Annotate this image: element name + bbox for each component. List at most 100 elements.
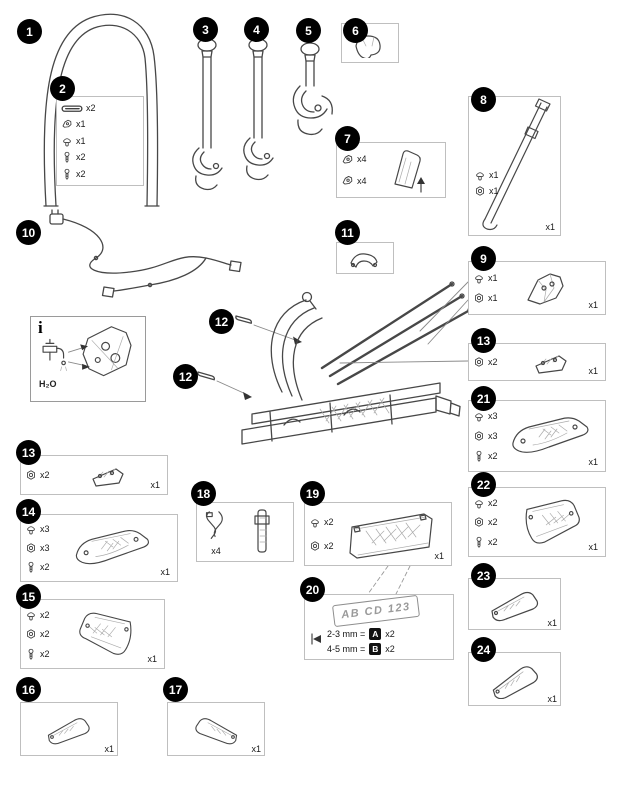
fastener-list: x1 x1: [473, 265, 498, 311]
qty-label: x2: [488, 451, 498, 461]
hook-straps-group: x4: [201, 508, 231, 556]
hook-straps-icon: [205, 511, 223, 539]
qty-label: x4: [357, 175, 367, 186]
list-item: x2: [309, 540, 334, 552]
parts-box-2: x2 x1 x1 x2 x2: [56, 96, 144, 186]
qty-label: x2: [40, 562, 50, 572]
parts-box-15: x2 x2 x2 x1: [20, 599, 165, 669]
qty-label: x1: [488, 272, 498, 283]
parts-box-16: x1: [20, 702, 118, 756]
cap-fastener-icon: [473, 272, 485, 284]
qty-label: x2: [40, 609, 50, 620]
qty-label: x1: [588, 457, 598, 467]
license-plate: AB CD 123: [331, 594, 421, 628]
qty-label: x4: [357, 154, 367, 165]
list-item: x2: [25, 609, 50, 621]
end-cap-part-illustration: [490, 591, 538, 622]
cap-fastener-icon: [474, 169, 486, 181]
option-a-tag: A: [369, 628, 382, 640]
callout-13a: 13: [471, 328, 496, 353]
mesh-cover-part-illustration: [525, 499, 581, 544]
fastener-list: x3 x3 x2: [25, 518, 50, 578]
bracket-icon: [341, 174, 354, 187]
fastener-list: x4 x4: [341, 146, 367, 194]
size-row-b: 4-5 mm = B x2: [327, 643, 395, 655]
callout-18: 18: [191, 481, 216, 506]
qty-label: x2: [86, 103, 96, 113]
qty-label: x1: [588, 366, 598, 376]
callout-24: 24: [471, 637, 496, 662]
info-box: i H₂O: [30, 316, 146, 402]
callout-13b: 13: [16, 440, 41, 465]
callout-4: 4: [244, 17, 269, 42]
part-area: [235, 506, 289, 558]
fastener-list: x2 x1 x1 x2 x2: [61, 100, 139, 182]
nut-fastener-icon: [309, 540, 321, 552]
list-item: x4: [341, 153, 367, 166]
option-b-tag: B: [369, 643, 382, 655]
list-item: x2: [473, 516, 498, 528]
fastener-list: x2 x2 x2: [25, 603, 50, 665]
qty-label: x2: [76, 152, 86, 162]
end-cap-part-illustration: [47, 718, 90, 745]
part-area: x1: [54, 459, 163, 491]
list-item: x2: [25, 628, 50, 640]
parts-box-8: x1 x1 x1: [468, 96, 561, 236]
nut-fastener-icon: [25, 628, 37, 640]
strap-icon: [61, 103, 83, 114]
measure-arrow-icon: [311, 633, 321, 645]
parts-box-19: x2 x2 x1: [304, 502, 452, 566]
nut-fastener-icon: [473, 516, 485, 528]
parts-box-21: x3 x3 x2 x1: [468, 400, 606, 472]
bike-arm-5-illustration: [292, 42, 333, 136]
screw-icon: [25, 561, 37, 573]
list-item: x3: [473, 430, 498, 442]
nut-fastener-icon: [25, 469, 37, 481]
clamp-pad-illustration: [535, 355, 567, 374]
parts-box-22: x2 x2 x2 x1: [468, 487, 606, 557]
callout-9: 9: [471, 246, 496, 271]
clamp-pad-illustration: [92, 468, 124, 487]
part-area: x1: [338, 506, 447, 562]
screw-size-rows: 2-3 mm = A x2 4-5 mm = B x2: [327, 628, 395, 655]
list-item: x3: [25, 523, 50, 535]
qty-label: x1: [588, 542, 598, 552]
callout-19: 19: [300, 481, 325, 506]
locking-pin-12a-illustration: [235, 315, 302, 345]
parts-box-13-left: x2 x1: [20, 455, 168, 495]
qty-label: x3: [488, 431, 498, 441]
qty-label: x2: [488, 536, 498, 547]
bracket-icon: [341, 153, 354, 166]
list-item: x1: [474, 185, 499, 197]
end-cap-part-illustration: [195, 718, 238, 745]
list-item: x2: [473, 536, 498, 548]
qty-label: x2: [324, 541, 334, 551]
fastener-list: x2 x2: [309, 506, 334, 562]
qty-label: x1: [434, 551, 444, 561]
list-item: x3: [25, 542, 50, 554]
wiring-harness-illustration: [49, 209, 242, 298]
qty-label: x2: [40, 470, 50, 480]
bike-arm-3-illustration: [192, 38, 223, 191]
qty-label: x2: [488, 497, 498, 508]
parts-box-18: x4: [196, 502, 294, 562]
callout-3: 3: [193, 17, 218, 42]
callout-8: 8: [471, 87, 496, 112]
list-item: x3: [473, 410, 498, 422]
callout-22: 22: [471, 472, 496, 497]
end-cap-part-illustration: [492, 666, 538, 699]
list-item: x2: [25, 469, 50, 481]
qty-label: x1: [488, 293, 498, 304]
callout-14: 14: [16, 499, 41, 524]
qty-label: x2: [488, 517, 498, 527]
cap-fastener-icon: [309, 516, 321, 528]
parts-box-23: x1: [468, 578, 561, 630]
nut-fastener-icon: [25, 542, 37, 554]
part-area: x1: [502, 491, 601, 553]
callout-16: 16: [16, 677, 41, 702]
callout-1: 1: [17, 19, 42, 44]
qty-label: x1: [104, 744, 114, 754]
mesh-cover-part-illustration: [78, 612, 132, 655]
screw-icon: [473, 450, 485, 462]
plate-holder-part-illustration: [349, 513, 433, 559]
